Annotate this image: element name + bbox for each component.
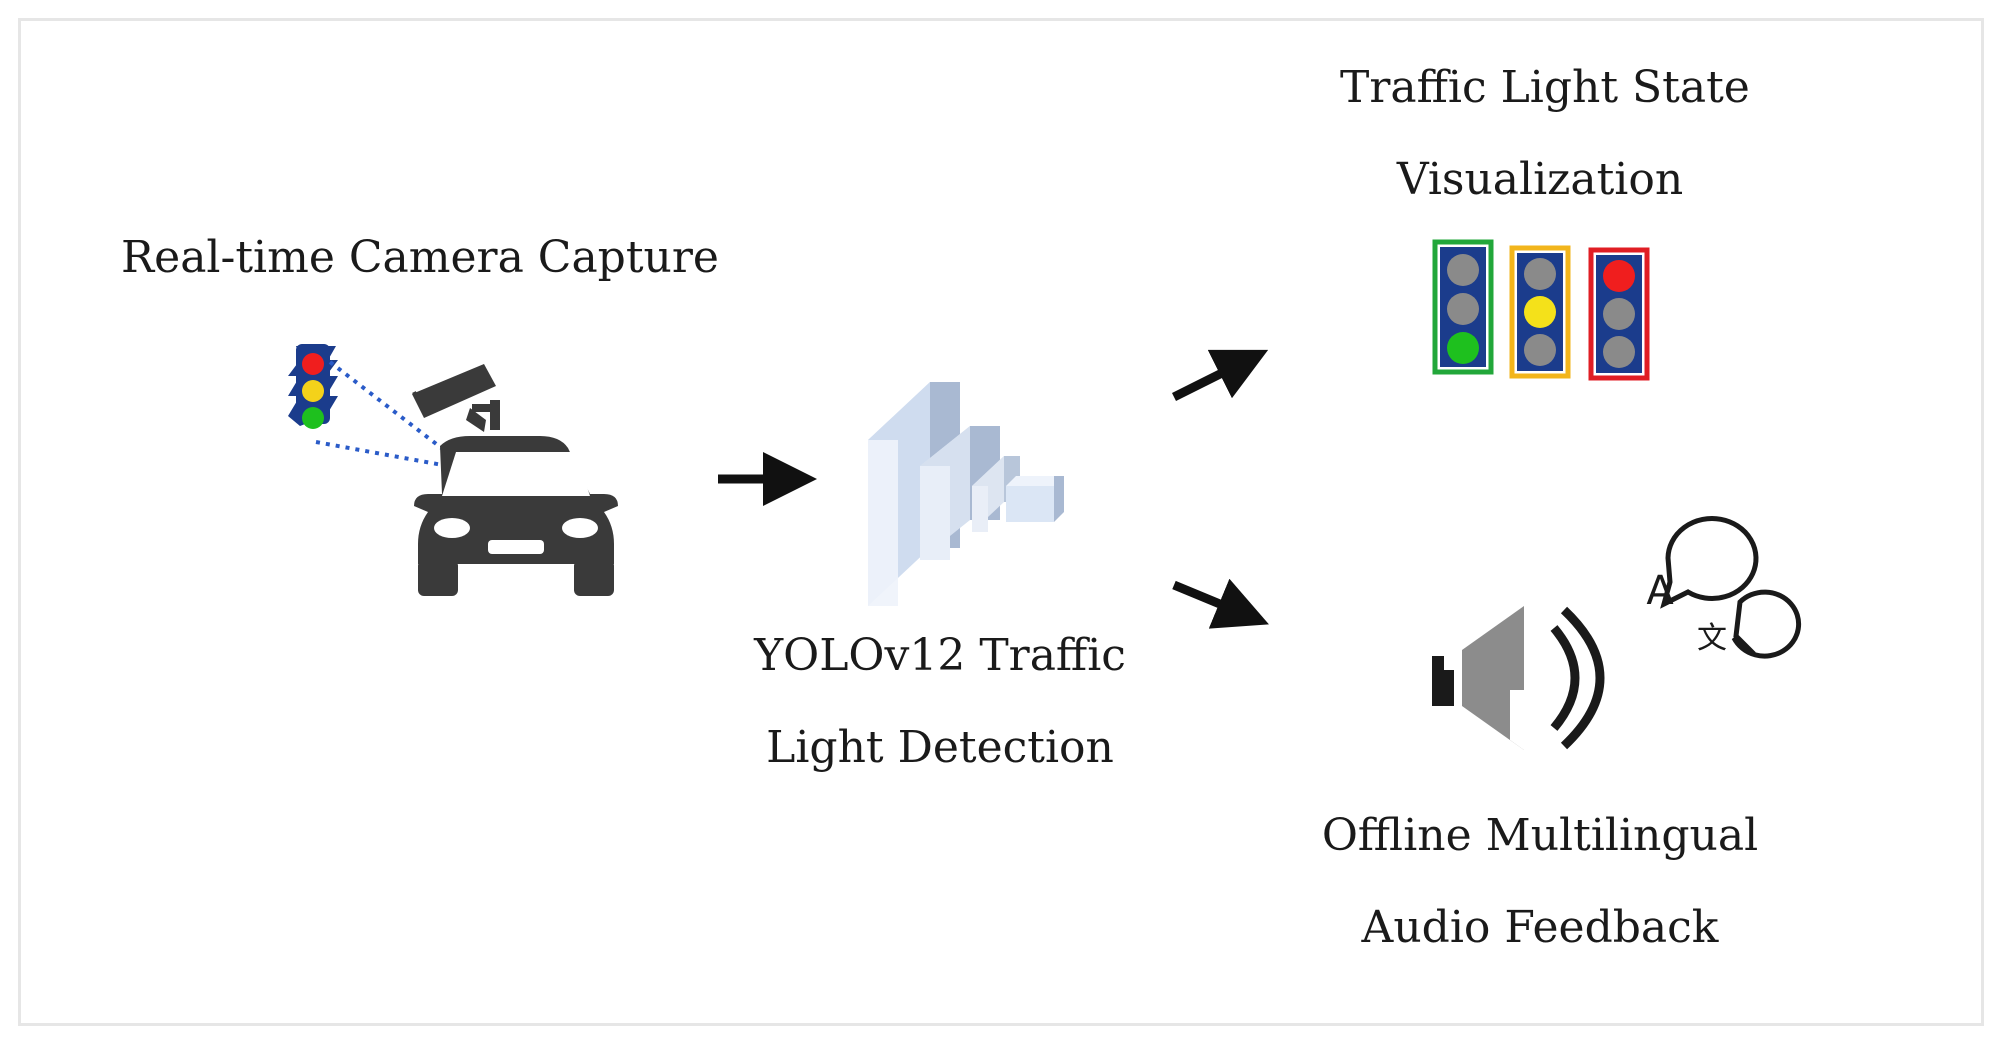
arrow-yolo-to-state — [1171, 349, 1269, 402]
traffic-light-icon — [288, 344, 338, 429]
svg-text:A: A — [1646, 568, 1674, 614]
audio-label-line2: Audio Feedback — [1361, 902, 1719, 953]
diagram-frame — [18, 18, 1984, 1026]
svg-text:文: 文 — [1697, 621, 1727, 656]
yolo-label-line1: YOLOv12 Traffic — [754, 630, 1126, 681]
camera-capture-label: Real-time Camera Capture — [121, 232, 719, 283]
yolo-label-line2: Light Detection — [766, 722, 1114, 773]
arrows — [718, 349, 1269, 629]
car-icon — [414, 436, 618, 596]
state-traffic-light-red — [1588, 247, 1650, 381]
state-traffic-light-yellow — [1509, 245, 1571, 379]
state-label-line1: Traffic Light State — [1340, 62, 1750, 113]
state-traffic-light-green — [1432, 239, 1494, 375]
neural-network-layers-icon — [868, 382, 1064, 606]
state-label-line2: Visualization — [1396, 154, 1684, 205]
arrow-yolo-to-audio — [1172, 578, 1269, 629]
speaker-icon — [1432, 606, 1605, 750]
translate-bubbles-icon: A 文 — [1646, 515, 1802, 659]
surveillance-camera-icon — [412, 364, 500, 432]
audio-label-line1: Offline Multilingual — [1321, 810, 1759, 861]
